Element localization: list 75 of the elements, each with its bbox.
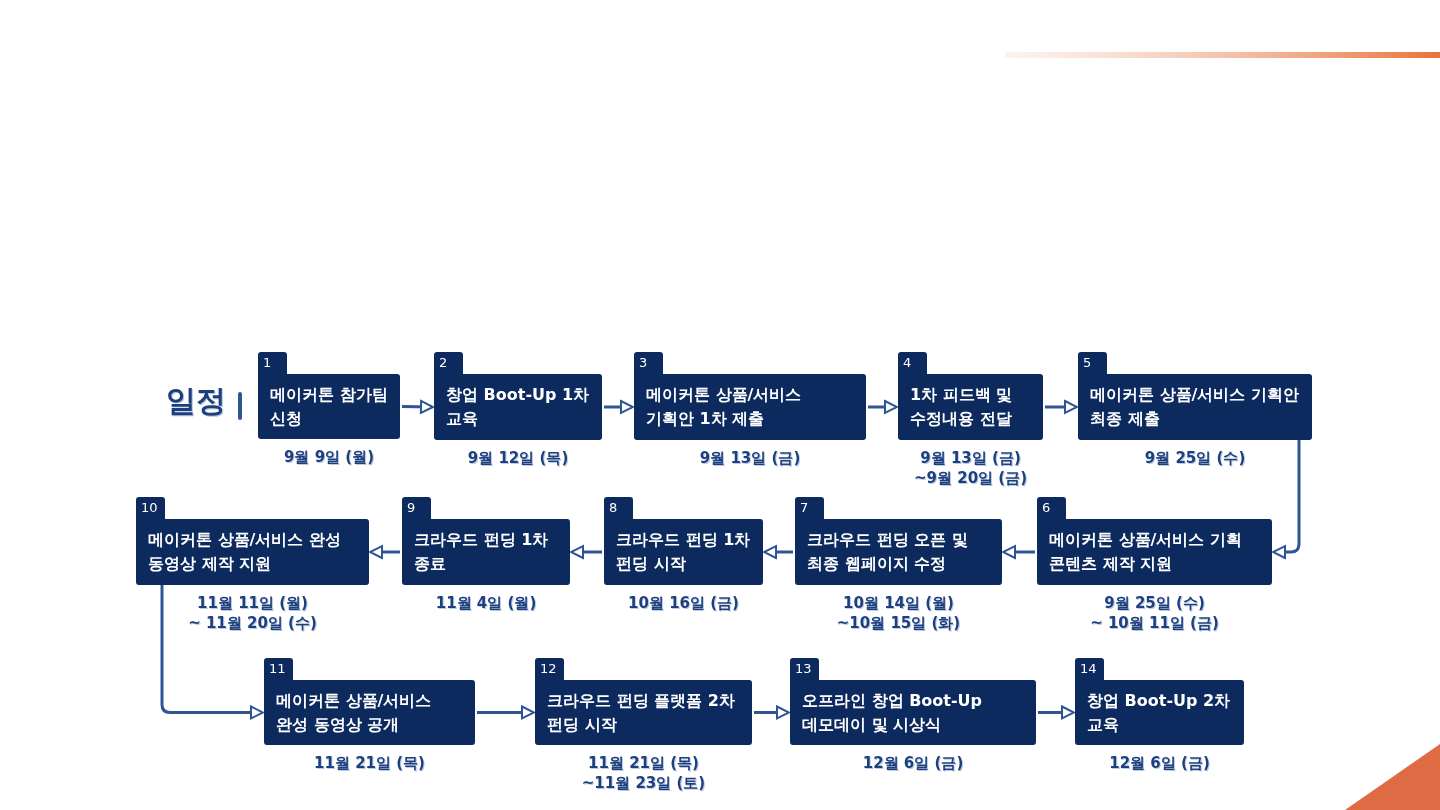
arrow bbox=[369, 545, 400, 559]
step-number: 8 bbox=[608, 499, 619, 517]
arrow bbox=[160, 585, 264, 720]
step-label: 메이커톤 상품/서비스 완성 동영상 제작 지원 bbox=[148, 529, 342, 575]
step-number: 10 bbox=[140, 499, 159, 517]
date-label: 9월 25일 (수) bbox=[1104, 593, 1205, 613]
step-number: 6 bbox=[1041, 499, 1052, 517]
step-label: 크라우드 펀딩 오픈 및 최종 웹페이지 수정 bbox=[807, 529, 969, 575]
step-label: 크라우드 펀딩 1차 펀딩 시작 bbox=[616, 529, 751, 575]
step-label: 크라우드 펀딩 플랫폼 2차 펀딩 시작 bbox=[547, 689, 736, 736]
date-label: 9월 25일 (수) bbox=[1144, 448, 1246, 468]
step-number: 13 bbox=[794, 660, 813, 678]
step-card bbox=[604, 497, 763, 585]
date-label: ~ 11월 20일 (수) bbox=[188, 613, 317, 633]
step-label: 창업 Boot-Up 1차 교육 bbox=[446, 384, 590, 430]
step-card bbox=[1037, 497, 1272, 585]
step-card bbox=[1078, 352, 1312, 440]
step-label: 메이커톤 상품/서비스 완성 동영상 공개 bbox=[276, 689, 433, 736]
date-label: 11월 11일 (월) bbox=[197, 593, 308, 613]
step-label: 창업 Boot-Up 2차 교육 bbox=[1087, 689, 1232, 736]
arrow bbox=[754, 705, 790, 720]
step-card bbox=[898, 352, 1043, 440]
step-number: 11 bbox=[268, 660, 287, 678]
arrow bbox=[1272, 440, 1301, 559]
date-label: 10월 16일 (금) bbox=[628, 593, 739, 613]
date-label: 9월 9일 (월) bbox=[284, 447, 374, 467]
date-label: 11월 21일 (목) bbox=[314, 753, 425, 773]
step-label: 메이커톤 참가팀 신청 bbox=[270, 383, 388, 430]
arrow bbox=[1002, 545, 1035, 559]
date-label: 9월 13일 (금) bbox=[920, 448, 1021, 468]
arrow bbox=[763, 545, 793, 559]
date-label: 11월 21일 (목) bbox=[588, 753, 699, 773]
date-label: ~11월 23일 (토) bbox=[581, 773, 706, 793]
step-label: 메이커톤 상품/서비스 기획 콘텐츠 제작 지원 bbox=[1049, 529, 1243, 575]
step-number: 2 bbox=[438, 354, 449, 372]
step-number: 7 bbox=[799, 499, 810, 517]
arrow bbox=[570, 545, 602, 559]
date-label: ~ 10월 11일 (금) bbox=[1090, 613, 1219, 633]
step-label: 오프라인 창업 Boot-Up 데모데이 및 시상식 bbox=[802, 689, 984, 736]
arrow bbox=[1045, 400, 1078, 414]
step-card bbox=[136, 497, 369, 585]
date-label: 11월 4일 (월) bbox=[435, 593, 537, 613]
step-number: 1 bbox=[262, 354, 273, 372]
arrow bbox=[477, 705, 535, 720]
step-number: 12 bbox=[539, 660, 558, 678]
step-number: 9 bbox=[406, 499, 417, 517]
date-label: ~9월 20일 (금) bbox=[913, 468, 1027, 488]
step-card bbox=[264, 658, 475, 745]
arrow bbox=[1038, 705, 1075, 720]
arrow bbox=[604, 400, 634, 414]
step-card bbox=[434, 352, 602, 440]
step-card bbox=[790, 658, 1036, 745]
step-label: 메이커톤 상품/서비스 기획안 최종 제출 bbox=[1090, 384, 1300, 430]
date-label: 12월 6일 (금) bbox=[1109, 753, 1210, 773]
step-number: 14 bbox=[1079, 660, 1098, 678]
date-label: 12월 6일 (금) bbox=[862, 753, 964, 773]
date-label: 9월 13일 (금) bbox=[699, 448, 801, 468]
date-label: 10월 14일 (월) bbox=[843, 593, 954, 613]
step-label: 1차 피드백 및 수정내용 전달 bbox=[910, 384, 1014, 430]
date-label: ~10월 15일 (화) bbox=[836, 613, 961, 633]
step-label: 메이커톤 상품/서비스 기획안 1차 제출 bbox=[646, 384, 803, 430]
date-label: 9월 12일 (목) bbox=[467, 448, 569, 468]
arrow bbox=[868, 400, 898, 414]
section-title: 일정 bbox=[166, 386, 226, 416]
step-card bbox=[535, 658, 752, 745]
step-card bbox=[634, 352, 866, 440]
step-label: 크라우드 펀딩 1차 종료 bbox=[414, 529, 550, 575]
step-card bbox=[1075, 658, 1244, 745]
step-card bbox=[795, 497, 1002, 585]
step-card bbox=[258, 352, 400, 439]
step-number: 3 bbox=[638, 354, 649, 372]
step-card bbox=[402, 497, 570, 585]
arrow bbox=[401, 399, 434, 414]
step-number: 4 bbox=[902, 354, 913, 372]
step-number: 5 bbox=[1082, 354, 1093, 372]
